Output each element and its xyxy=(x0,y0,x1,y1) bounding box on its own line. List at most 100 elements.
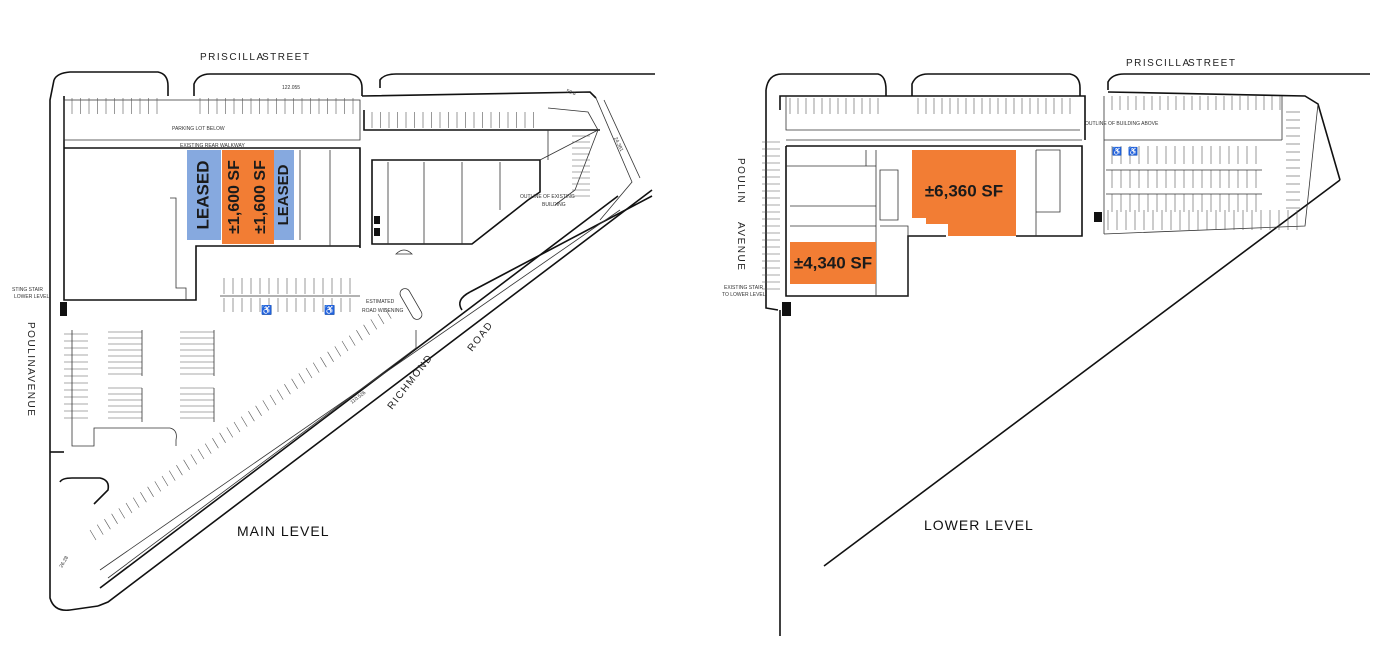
lower-lot-boundary xyxy=(765,73,1370,636)
unit-shape xyxy=(222,150,248,244)
unit-shape xyxy=(274,150,294,240)
parking-stall-line xyxy=(305,367,313,379)
main-stair-marker xyxy=(60,302,67,316)
lower-level-title: LOWER LEVEL xyxy=(924,517,1034,533)
parking-stall-line xyxy=(262,400,270,411)
unit-label: LEASED xyxy=(275,164,292,225)
parking-stall-line xyxy=(320,357,327,368)
street-label-street: STREET xyxy=(262,52,310,63)
note-road-widening-2: ROAD WIDENING xyxy=(362,308,404,314)
main-level-title: MAIN LEVEL xyxy=(237,523,329,539)
parking-stall-line xyxy=(255,405,262,416)
parking-stall-line xyxy=(363,324,370,335)
unit-available-1600-b[interactable]: ±1,600 SF xyxy=(248,150,274,244)
unit-shape xyxy=(248,150,274,244)
parking-stall-line xyxy=(348,335,356,346)
parking-stall-line xyxy=(276,389,284,400)
parking-stall-line xyxy=(176,465,183,476)
main-level-units: LEASED ±1,600 SF ±1,600 SF LEASED xyxy=(187,150,294,244)
accessible-parking-icon: ♿ xyxy=(324,304,335,315)
note-stair-2: LOWER LEVEL xyxy=(14,294,50,300)
parking-stall-line xyxy=(212,438,219,449)
lower-level-units: ±6,360 SF ±4,340 SF xyxy=(790,150,1016,284)
main-parking-stalls xyxy=(64,98,590,541)
street-label-poulin: POULIN xyxy=(25,322,36,368)
unit-label: ±6,360 SF xyxy=(925,181,1003,200)
parking-stall-line xyxy=(204,443,212,454)
lower-level-plan: ♿ ♿ ±6,360 SF ±4,340 SF PRISCILLA STREET… xyxy=(722,58,1370,636)
lower-stair-marker xyxy=(782,302,791,316)
lower-door-marker xyxy=(1094,212,1102,222)
street-label-street: STREET xyxy=(1188,58,1236,69)
parking-stall-line xyxy=(248,411,255,422)
parking-stall-line xyxy=(125,502,133,514)
main-lower-lot-curb xyxy=(71,330,177,447)
parking-stall-line xyxy=(147,486,154,497)
dim-label: 122.055 xyxy=(282,85,300,91)
unit-shape xyxy=(790,242,876,284)
street-label-priscilla: PRISCILLA xyxy=(200,52,265,63)
parking-stall-line xyxy=(219,432,226,443)
dim-label: 50.6 xyxy=(565,88,576,97)
note-outline-existing: OUTLINE OF EXISTING xyxy=(520,194,575,200)
unit-label: LEASED xyxy=(193,161,212,230)
main-level-plan: ♿ ♿ LEASED ±1,600 SF ±1,600 SF LEASED PR… xyxy=(12,52,655,612)
note-outline-above: OUTLINE OF BUILDING ABOVE xyxy=(1085,121,1159,127)
note-road-widening: ESTIMATED xyxy=(366,299,395,305)
street-label-richmond: RICHMOND xyxy=(386,352,436,412)
dim-label: 26.28 xyxy=(59,555,71,569)
street-label-avenue: AVENUE xyxy=(735,222,746,271)
lower-building xyxy=(779,95,1319,297)
parking-stall-line xyxy=(233,421,241,433)
unit-available-6360[interactable]: ±6,360 SF xyxy=(912,150,1016,236)
richmond-road-curb xyxy=(459,291,471,311)
lower-parking-stalls xyxy=(762,96,1300,290)
parking-stall-line xyxy=(356,330,363,341)
parking-stall-line xyxy=(298,373,306,384)
note-stair: EXISTING STAIR xyxy=(724,285,763,291)
unit-label: ±1,600 SF xyxy=(252,160,269,234)
richmond-road-inner-curb xyxy=(107,330,417,579)
parking-stall-line xyxy=(190,454,198,465)
parking-stall-line xyxy=(89,529,97,541)
unit-leased-west[interactable]: LEASED xyxy=(187,150,221,240)
parking-stall-line xyxy=(284,384,291,395)
unit-leased-east[interactable]: LEASED xyxy=(274,150,294,240)
note-stair-2: TO LOWER LEVEL xyxy=(722,292,766,298)
parking-stall-line xyxy=(161,475,169,487)
unit-available-1600-a[interactable]: ±1,600 SF xyxy=(222,150,248,244)
parking-stall-line xyxy=(118,508,126,519)
accessible-parking-icon: ♿ xyxy=(261,304,272,315)
unit-shape xyxy=(912,150,1016,236)
road-widening-island xyxy=(399,288,423,320)
parking-stall-line xyxy=(96,524,104,535)
main-building xyxy=(63,99,600,301)
parking-stall-line xyxy=(384,308,392,319)
parking-stall-line xyxy=(183,459,190,470)
parking-stall-line xyxy=(370,319,378,330)
main-door-marker xyxy=(374,216,380,224)
parking-stall-line xyxy=(197,448,205,460)
parking-stall-line xyxy=(140,492,147,503)
note-walkway: EXISTING REAR WALKWAY xyxy=(180,143,245,149)
main-lot-boundary xyxy=(49,71,655,612)
parking-stall-line xyxy=(327,351,334,362)
unit-label: ±1,600 SF xyxy=(226,160,243,234)
accessible-parking-icon: ♿ xyxy=(1112,146,1122,156)
street-label-poulin: POULIN xyxy=(735,158,746,204)
unit-available-4340[interactable]: ±4,340 SF xyxy=(790,242,876,284)
note-parking-below: PARKING LOT BELOW xyxy=(172,126,225,132)
street-label-road: ROAD xyxy=(466,320,496,354)
accessible-parking-icon: ♿ xyxy=(1128,146,1138,156)
parking-stall-line xyxy=(291,378,298,389)
parking-stall-line xyxy=(240,416,248,427)
parking-stall-line xyxy=(154,481,162,492)
unit-shape xyxy=(187,150,221,240)
note-stair: STING STAIR xyxy=(12,287,43,293)
street-label-priscilla: PRISCILLA xyxy=(1126,58,1191,69)
street-label-avenue: AVENUE xyxy=(25,368,36,417)
main-entry-arc xyxy=(395,249,413,255)
parking-stall-line xyxy=(377,313,385,325)
main-door-marker-2 xyxy=(374,228,380,236)
